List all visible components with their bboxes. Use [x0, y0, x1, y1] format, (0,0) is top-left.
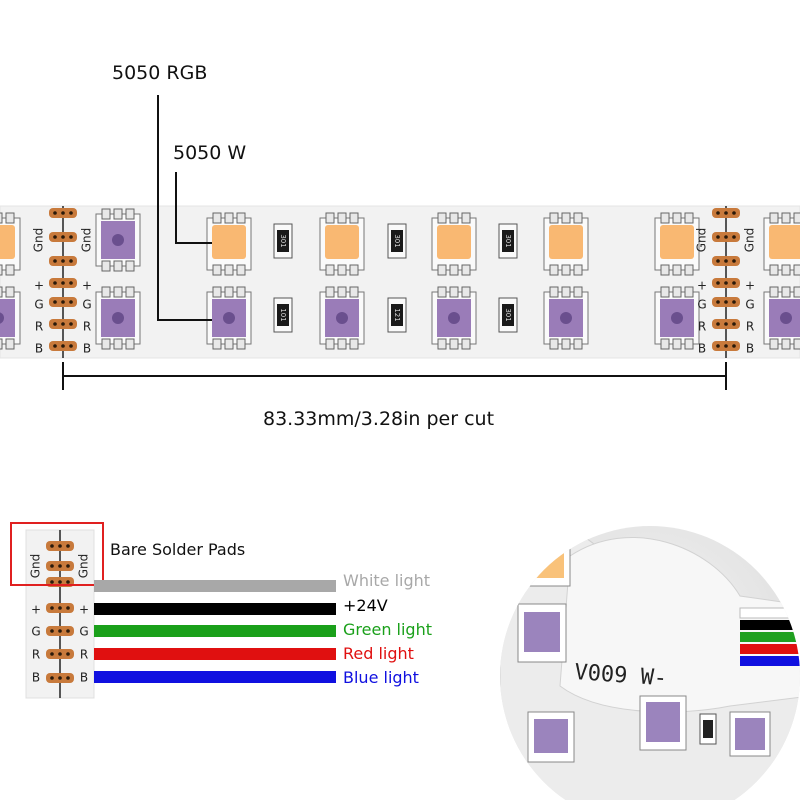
dimension-label: 83.33mm/3.28in per cut	[263, 408, 495, 430]
resistor-bot-1: 121	[387, 297, 407, 333]
pad-label: R	[35, 320, 43, 334]
photo-wire-red	[740, 644, 800, 654]
pad-label: +	[697, 279, 707, 293]
pad-column-left	[49, 206, 77, 358]
bare-solder-pads-label: Bare Solder Pads	[110, 540, 246, 559]
pad-label: R	[83, 320, 91, 334]
resistor-bot-0: 101	[273, 297, 293, 333]
pad-label: Gnd	[743, 228, 757, 253]
pad-label: Gnd	[32, 228, 46, 253]
legend-pad-label: +	[31, 603, 41, 617]
callout-line-w	[175, 172, 212, 244]
resistor-code-bot-2: 301	[504, 308, 512, 321]
pad-label: +	[745, 279, 755, 293]
wire-4	[94, 671, 336, 683]
legend-pad-label: B	[32, 671, 40, 685]
callout-line-rgb	[157, 95, 212, 321]
wire-label-24v: +24V	[343, 596, 388, 615]
pad-label: Gnd	[695, 228, 709, 253]
photo-wire-black	[740, 620, 800, 630]
pad-label: B	[746, 342, 754, 356]
led-5050-w-edge-l-top	[0, 212, 21, 276]
pad-label: G	[82, 298, 91, 312]
legend-pad-label: G	[79, 625, 88, 639]
resistor-code-bot-0: 101	[279, 308, 287, 321]
pad-label: Gnd	[80, 228, 94, 253]
resistor-code-bot-1: 121	[393, 308, 401, 321]
led-5050-rgb-rgb1	[319, 286, 365, 350]
callout-label-rgb: 5050 RGB	[112, 62, 208, 84]
pad-label: R	[698, 320, 706, 334]
led-5050-rgb-edge-r-bot	[763, 286, 800, 350]
wire-label-green: Green light	[343, 620, 432, 639]
photo-connector-sleeve	[559, 536, 800, 713]
resistor-top-2: 301	[498, 223, 518, 259]
wire-3	[94, 648, 336, 660]
pad-label: +	[34, 279, 44, 293]
legend-pad-label: Gnd	[77, 554, 91, 579]
resistor-top-0: 301	[273, 223, 293, 259]
led-5050-w-w2	[431, 212, 477, 276]
led-5050-w-w0	[206, 212, 252, 276]
wire-label-red: Red light	[343, 644, 414, 663]
wire-label-white: White light	[343, 571, 431, 590]
pad-column-right	[712, 206, 740, 358]
legend-pad-label: B	[80, 671, 88, 685]
photo-wire-green	[740, 632, 800, 642]
pad-label: B	[83, 342, 91, 356]
resistor-code-top-0: 301	[279, 234, 287, 247]
pad-label: B	[698, 342, 706, 356]
led-5050-rgb-rgb2	[431, 286, 477, 350]
led-5050-w-edge-r-top	[763, 212, 800, 276]
resistor-top-1: 301	[387, 223, 407, 259]
callout-label-w: 5050 W	[173, 142, 247, 164]
pad-label: R	[746, 320, 754, 334]
pad-label: B	[35, 342, 43, 356]
resistor-bot-2: 301	[498, 297, 518, 333]
wire-label-blue: Blue light	[343, 668, 419, 687]
connector-photo: V00‌9 W-	[490, 516, 800, 800]
wire-0	[94, 580, 336, 592]
strip-substrate-edge	[0, 205, 800, 359]
pad-label: +	[82, 279, 92, 293]
led-5050-rgb-a-top	[95, 208, 141, 272]
led-5050-rgb-rgb3	[543, 286, 589, 350]
resistor-code-top-1: 301	[393, 234, 401, 247]
led-5050-rgb-rgb0	[206, 286, 252, 350]
led-5050-w-w1	[319, 212, 365, 276]
legend-pad-label: R	[80, 648, 88, 662]
photo-wire-white	[739, 607, 800, 619]
photo-wire-blue	[740, 656, 800, 666]
pad-label: G	[745, 298, 754, 312]
pad-label: G	[697, 298, 706, 312]
wire-2	[94, 625, 336, 637]
led-5050-rgb-rgb-end	[654, 286, 700, 350]
resistor-code-top-2: 301	[504, 234, 512, 247]
led-5050-rgb-edge-l-bot	[0, 286, 21, 350]
legend-pad-label: +	[79, 603, 89, 617]
led-5050-w-w-end	[654, 212, 700, 276]
connector-photo-svg: V00‌9 W-	[500, 526, 800, 800]
pad-label: G	[34, 298, 43, 312]
wire-1	[94, 603, 336, 615]
legend-pad-label: R	[32, 648, 40, 662]
highlight-box	[10, 522, 104, 586]
legend-pad-label: Gnd	[29, 554, 43, 579]
legend-pad-label: G	[31, 625, 40, 639]
led-5050-w-w3	[543, 212, 589, 276]
led-5050-rgb-a-bot	[95, 286, 141, 350]
